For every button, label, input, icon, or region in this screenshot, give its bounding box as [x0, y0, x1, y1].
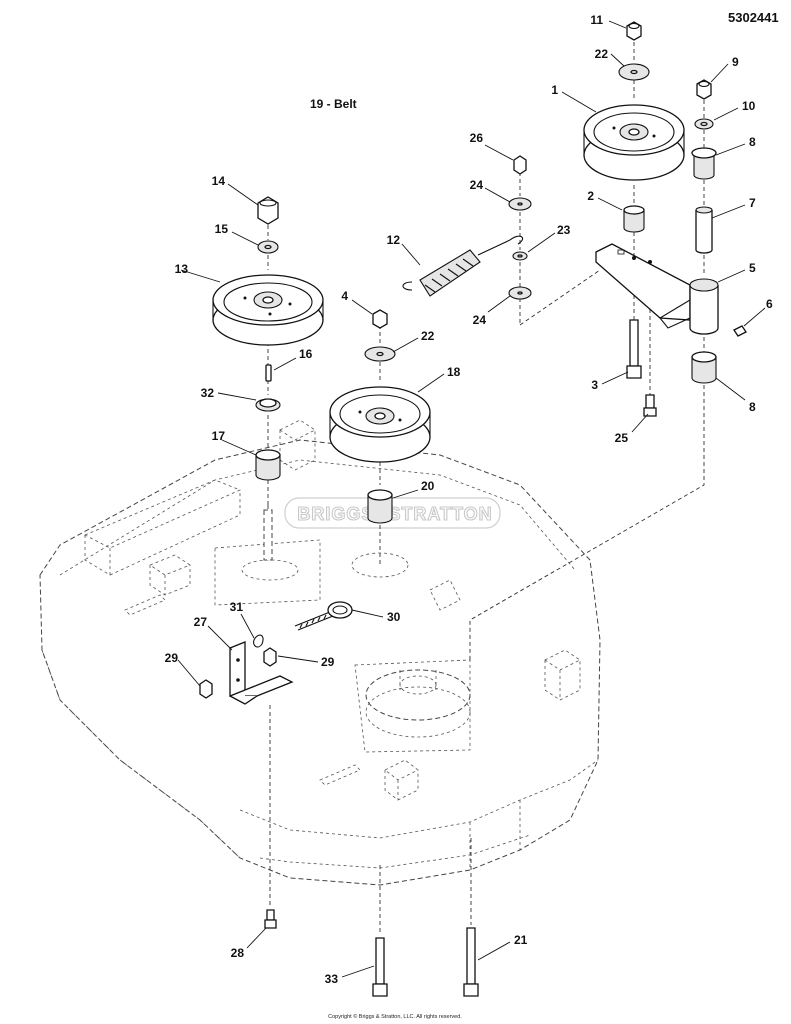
callout-20: 20	[421, 479, 435, 493]
part-18-key	[265, 364, 272, 382]
part-8-bushing-bottom	[691, 351, 717, 384]
part-15-spindle-pulley	[212, 274, 324, 346]
part-27-bracket	[229, 641, 294, 705]
callout-14: 12	[387, 233, 401, 247]
part-2-spacer	[623, 205, 645, 233]
part-24-washer-top	[508, 197, 532, 211]
part-25-bolt	[643, 394, 657, 417]
part-6-grease-fitting	[733, 325, 747, 337]
callout-28: 28	[231, 946, 245, 960]
callout-7: 7	[749, 196, 756, 210]
spindle-shaft	[263, 509, 273, 561]
callout-30: 30	[387, 610, 401, 624]
part-29-nut-left	[199, 679, 213, 699]
part-number-text: 5302441	[728, 10, 779, 25]
callout-11: 18	[447, 365, 461, 379]
mower-deck-outline	[39, 419, 601, 886]
callout-32: 32	[201, 386, 215, 400]
part-16-nut	[257, 196, 279, 225]
part-28-bolt	[264, 909, 277, 929]
part-9-nut	[696, 79, 712, 100]
callout-17: 15	[215, 222, 229, 236]
callout-16: 14	[212, 174, 226, 188]
callout-29-left: 29	[165, 651, 179, 665]
part-23-spacer	[512, 251, 528, 261]
part-4-nut	[372, 309, 388, 329]
callout-29-right: 29	[321, 655, 335, 669]
part-3-bolt	[626, 319, 642, 379]
callout-31: 31	[230, 600, 244, 614]
callout-2: 2	[587, 189, 594, 203]
callout-18: 16	[299, 347, 313, 361]
part-17-washer	[257, 240, 279, 254]
callout-15: 13	[175, 262, 189, 276]
watermark-text: BRIGGS&STRATTON	[297, 504, 492, 524]
callout-25: 25	[615, 431, 629, 445]
callout-22-mid: 22	[421, 329, 435, 343]
part-29-nut-right	[263, 647, 277, 667]
callout-8-bottom: 8	[749, 400, 756, 414]
part-12-spacer	[255, 449, 281, 481]
part-33-bolt	[372, 937, 388, 997]
part-8-bushing-top	[691, 147, 717, 180]
part-24-washer-bottom	[508, 286, 532, 300]
callout-27: 27	[194, 615, 208, 629]
copyright-text: Copyright © Briggs & Stratton, LLC. All …	[328, 1013, 462, 1020]
callout-12: 17	[212, 429, 226, 443]
part-11-idler-pulley	[329, 386, 431, 463]
belt-label: 19 - Belt	[310, 97, 357, 111]
callout-21: 21	[514, 933, 528, 947]
part-21-bolt	[463, 927, 479, 997]
callout-22: 22	[595, 47, 609, 61]
callout-1: 1	[551, 83, 558, 97]
callout-13: 11	[590, 13, 603, 27]
part-32-bearing	[255, 398, 281, 412]
callout-23: 23	[557, 223, 571, 237]
callout-6: 6	[766, 297, 773, 311]
part-20-spacer	[367, 489, 393, 524]
callout-4: 4	[341, 289, 348, 303]
callout-26: 26	[470, 131, 484, 145]
callout-9: 9	[732, 55, 739, 69]
callout-8-top: 8	[749, 135, 756, 149]
callout-3: 3	[591, 378, 598, 392]
part-13-nut	[626, 21, 642, 41]
part-7-tube	[695, 206, 713, 254]
part-26-nut	[513, 155, 527, 175]
part-22-washer-top	[618, 63, 650, 81]
callout-10: 10	[742, 99, 756, 113]
part-31-pin	[253, 634, 264, 648]
callout-24-bottom: 24	[473, 313, 487, 327]
part-5-idler-arm	[595, 243, 719, 335]
callout-5: 5	[749, 261, 756, 275]
part-14-spring	[402, 235, 524, 297]
part-10-washer	[694, 118, 714, 130]
deck-spindle-pulley	[365, 669, 471, 738]
callout-leaders	[177, 20, 766, 978]
callout-24-top: 24	[470, 178, 484, 192]
callout-33: 33	[325, 972, 339, 986]
callout-labels: 11 22 1 2 9 10 8 7 5 6 8 3 25 26 24 23 2…	[165, 13, 773, 986]
part-1-idler-pulley	[583, 104, 685, 181]
part-22-washer-mid	[364, 346, 396, 362]
